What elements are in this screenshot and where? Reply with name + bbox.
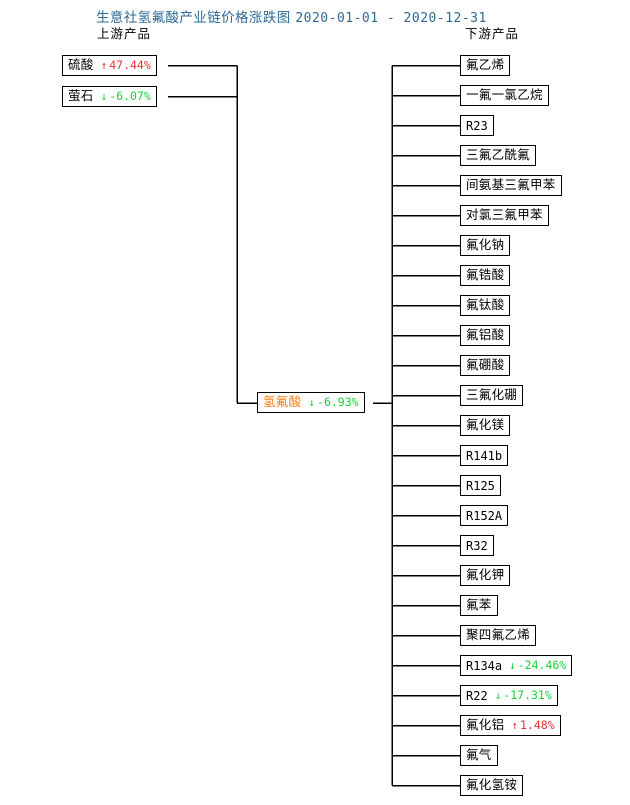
arrow-up-icon: ↑ [511, 718, 519, 732]
downstream-node[interactable]: 氟硼酸 [460, 355, 511, 376]
node-label: 氟苯 [466, 597, 492, 613]
node-change: ↓-6.07% [100, 88, 151, 103]
title-date-range: 2020-01-01 - 2020-12-31 [295, 11, 487, 26]
node-label: R152A [466, 508, 503, 523]
downstream-node[interactable]: R22 ↓-17.31% [460, 685, 558, 706]
downstream-node[interactable]: 一氟一氯乙烷 [460, 85, 549, 106]
downstream-node[interactable]: 三氟化硼 [460, 385, 524, 406]
node-change-value: -6.07% [109, 88, 151, 103]
upstream-node[interactable]: 萤石 ↓-6.07% [62, 86, 157, 107]
downstream-node[interactable]: 氟钛酸 [460, 295, 511, 316]
node-change-value: 47.44% [109, 57, 151, 72]
node-change-value: -17.31% [503, 687, 552, 702]
arrow-down-icon: ↓ [509, 658, 516, 672]
node-label: 氟化氢铵 [466, 777, 518, 793]
node-change: ↓-17.31% [494, 687, 552, 702]
node-label: 氟化镁 [466, 417, 505, 433]
node-change: ↓-24.46% [509, 657, 567, 672]
node-label: 三氟乙酰氟 [466, 147, 531, 163]
downstream-node[interactable]: 氟铝酸 [460, 325, 511, 346]
node-label: 氟气 [466, 747, 492, 763]
downstream-node[interactable]: R32 [460, 535, 494, 556]
downstream-node[interactable]: 聚四氟乙烯 [460, 625, 537, 646]
node-change-value: 1.48% [520, 717, 555, 732]
node-change-value: -6.93% [317, 394, 359, 409]
node-change: ↓-6.93% [308, 394, 359, 409]
node-label: 氟化钠 [466, 237, 505, 253]
downstream-node[interactable]: R125 [460, 475, 501, 496]
arrow-down-icon: ↓ [100, 89, 108, 103]
downstream-node[interactable]: R152A [460, 505, 509, 526]
node-change: ↑1.48% [511, 717, 555, 732]
node-label: 聚四氟乙烯 [466, 627, 531, 643]
node-label: R22 [466, 688, 488, 703]
downstream-node[interactable]: 氟化钾 [460, 565, 511, 586]
node-change: ↑47.44% [100, 57, 151, 72]
arrow-down-icon: ↓ [494, 688, 502, 702]
downstream-node[interactable]: 氟锆酸 [460, 265, 511, 286]
node-label: R134a [466, 658, 503, 673]
downstream-node[interactable]: R23 [460, 115, 494, 136]
node-label: 对氯三氟甲苯 [466, 207, 543, 223]
node-change-value: -24.46% [517, 657, 567, 672]
downstream-node[interactable]: 间氨基三氟甲苯 [460, 175, 562, 196]
node-label: 氟乙烯 [466, 57, 505, 73]
page-title: 生意社氢氟酸产业链价格涨跌图 2020-01-01 - 2020-12-31 [96, 6, 487, 26]
node-label: 氟化铝 [466, 717, 505, 733]
downstream-column-header: 下游产品 [465, 26, 520, 41]
node-label: 氟钛酸 [466, 297, 505, 313]
upstream-column-header: 上游产品 [97, 26, 152, 41]
node-label: 氢氟酸 [263, 394, 302, 410]
node-label: 氟锆酸 [466, 267, 505, 283]
downstream-node[interactable]: 氟化氢铵 [460, 775, 524, 796]
downstream-node[interactable]: 氟化铝 ↑1.48% [460, 715, 561, 736]
upstream-node[interactable]: 硫酸 ↑47.44% [62, 55, 157, 76]
node-label: 氟硼酸 [466, 357, 505, 373]
downstream-node[interactable]: 氟化镁 [460, 415, 511, 436]
downstream-node[interactable]: 氟苯 [460, 595, 498, 616]
node-label: 硫酸 [68, 57, 94, 73]
node-label: 萤石 [68, 88, 94, 104]
downstream-node[interactable]: 氟乙烯 [460, 55, 511, 76]
downstream-node[interactable]: 氟气 [460, 745, 498, 766]
center-node-hydrofluoric-acid[interactable]: 氢氟酸 ↓-6.93% [257, 392, 365, 413]
node-label: 一氟一氯乙烷 [466, 87, 543, 103]
node-label: R23 [466, 118, 488, 133]
node-label: 三氟化硼 [466, 387, 518, 403]
downstream-node[interactable]: R134a ↓-24.46% [460, 655, 573, 676]
downstream-node[interactable]: 氟化钠 [460, 235, 511, 256]
node-label: R141b [466, 448, 503, 463]
node-label: 氟化钾 [466, 567, 505, 583]
arrow-down-icon: ↓ [308, 395, 316, 409]
node-label: R32 [466, 538, 488, 553]
node-label: 间氨基三氟甲苯 [466, 177, 556, 193]
node-label: R125 [466, 478, 495, 493]
title-text: 生意社氢氟酸产业链价格涨跌图 [96, 10, 291, 26]
downstream-node[interactable]: 三氟乙酰氟 [460, 145, 537, 166]
downstream-node[interactable]: R141b [460, 445, 509, 466]
downstream-node[interactable]: 对氯三氟甲苯 [460, 205, 549, 226]
arrow-up-icon: ↑ [100, 58, 108, 72]
node-label: 氟铝酸 [466, 327, 505, 343]
